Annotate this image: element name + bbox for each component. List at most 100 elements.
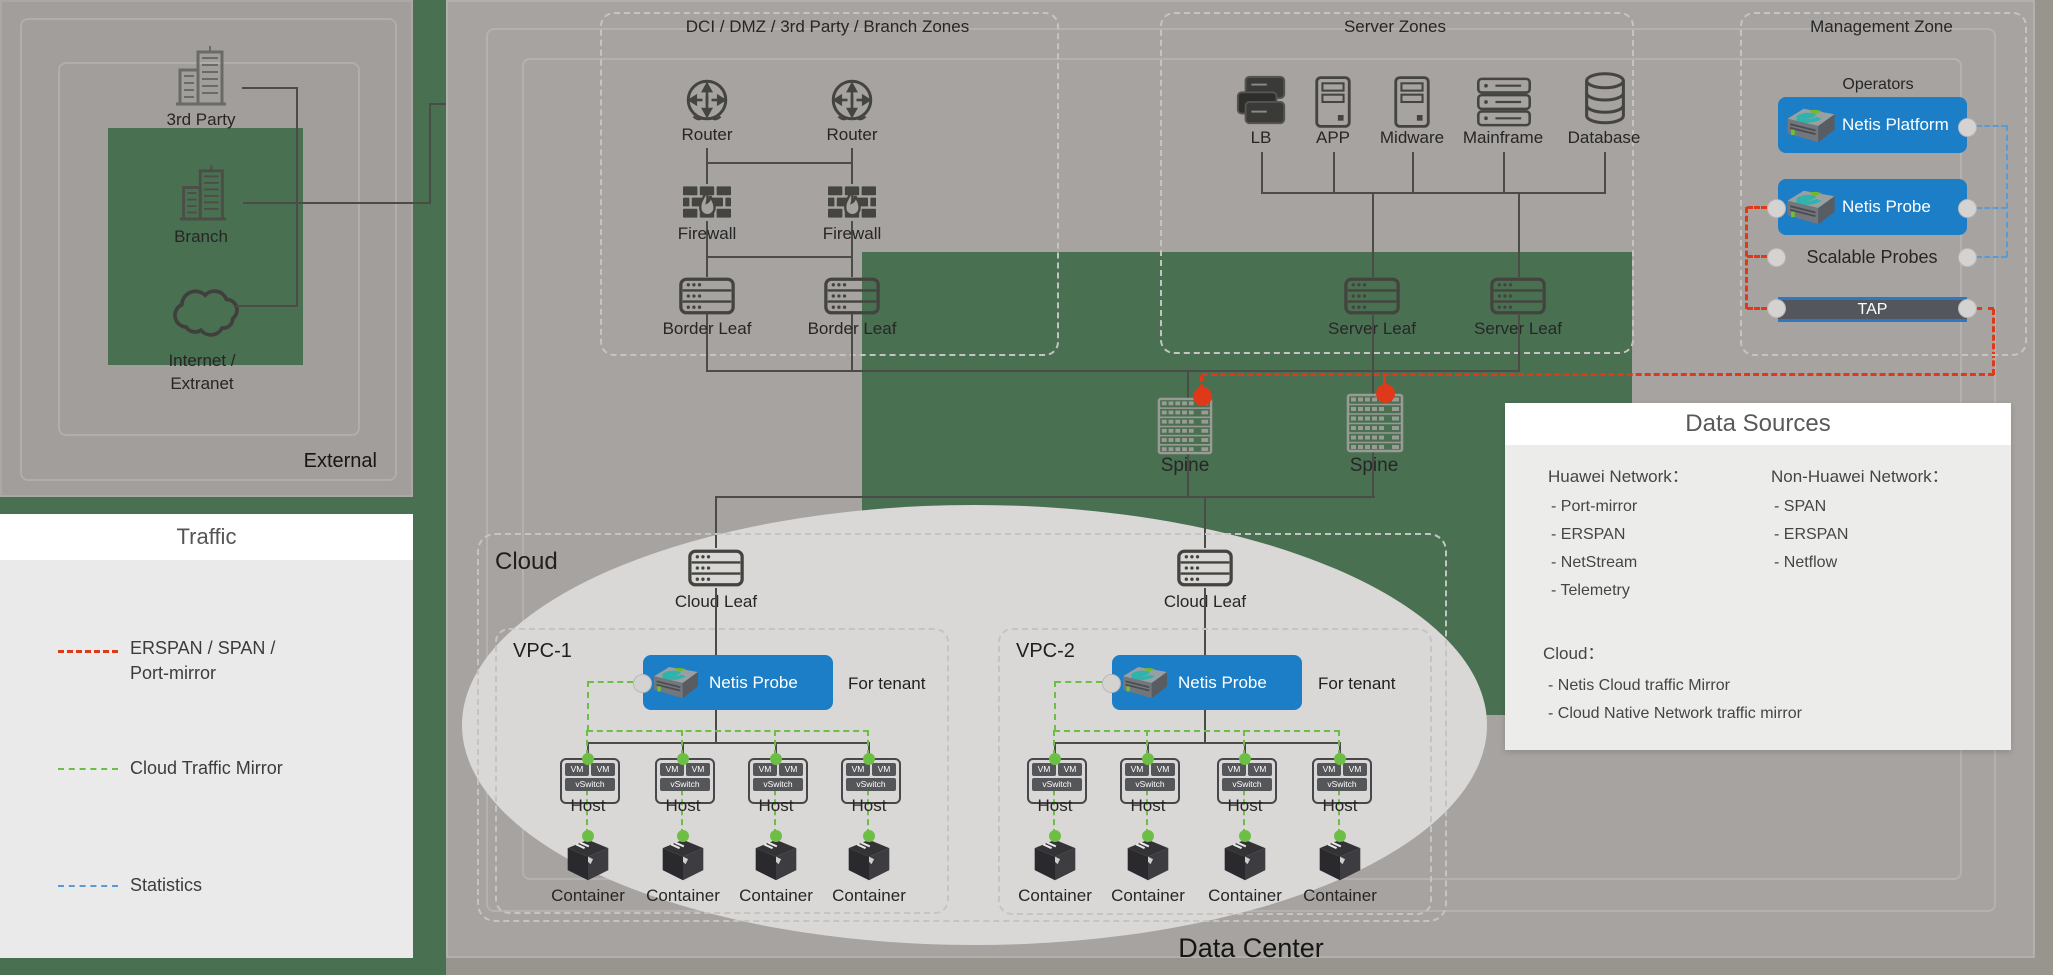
vm-box: VM — [1248, 763, 1272, 776]
connector-line — [1187, 370, 1189, 400]
connector-line — [1261, 192, 1606, 194]
ds-huawei-header: Huawei Network： — [1548, 467, 1689, 486]
vpc2-label: VPC-2 — [1016, 640, 1075, 662]
vswitch-box: vSwitch — [1032, 778, 1082, 791]
connector-node — [1957, 298, 1977, 318]
container-icon — [1318, 838, 1362, 882]
host-label: Host — [758, 796, 794, 815]
connector-line — [1503, 152, 1505, 193]
legend-cloud-mirror: Cloud Traffic Mirror — [130, 758, 283, 778]
fabric-bus-line — [706, 370, 1520, 372]
vm-box: VM — [565, 763, 589, 776]
app-server-icon — [1315, 76, 1351, 128]
connector-node — [1766, 247, 1786, 267]
host-label: Host — [1227, 796, 1263, 815]
netis-probe-label: Netis Probe — [1842, 197, 1931, 216]
container-label: Container — [1303, 886, 1377, 905]
mirror-tap-dot — [1049, 753, 1061, 765]
container-icon — [1126, 838, 1170, 882]
ds-item: - Netis Cloud traffic Mirror — [1548, 677, 1730, 694]
vm-box: VM — [686, 763, 710, 776]
mirror-tap-dot — [1049, 830, 1061, 842]
dci-zone-box — [600, 12, 1059, 356]
operators-label: Operators — [1842, 76, 1914, 93]
cloud-mirror-dashed-line — [587, 681, 589, 731]
vpc1-label: VPC-1 — [513, 640, 572, 662]
statistics-dashed-line — [1976, 207, 2007, 209]
database-icon — [1585, 72, 1625, 125]
vpc2-probe-label: Netis Probe — [1178, 672, 1267, 692]
external-zone-title: External — [303, 450, 377, 472]
firewall-icon — [826, 185, 878, 219]
router-label: Router — [681, 125, 733, 144]
ds-item: - Port-mirror — [1551, 498, 1638, 515]
container-icon — [1033, 838, 1077, 882]
server-zone-title: Server Zones — [1343, 17, 1447, 36]
statistics-dashed-line — [1976, 125, 2007, 127]
third-party-label: 3rd Party — [166, 110, 236, 129]
connector-line — [1372, 192, 1374, 277]
host-label: Host — [570, 796, 606, 815]
border-leaf-icon — [679, 277, 735, 315]
mirror-tap-dot — [1239, 753, 1251, 765]
vswitch-box: vSwitch — [1125, 778, 1175, 791]
cloud-mirror-dashed-line — [1054, 681, 1056, 731]
data-sources-title: Data Sources — [1505, 403, 2011, 445]
server-zone-box — [1160, 12, 1634, 354]
erspan-dashed-line — [1383, 376, 1386, 388]
erspan-dashed-line — [1976, 307, 1994, 310]
connector-node — [1957, 117, 1977, 137]
management-zone-title: Management Zone — [1810, 17, 1953, 36]
spine-switch-icon — [1346, 393, 1404, 453]
ds-item: - NetStream — [1551, 554, 1638, 571]
netis-probe-box: Netis Probe — [1778, 179, 1967, 235]
connector-line — [243, 202, 431, 204]
erspan-dashed-line — [1992, 309, 1995, 375]
legend-erspan-line2: Port-mirror — [130, 663, 216, 683]
mirror-point-dot — [1192, 386, 1212, 406]
mirror-tap-dot — [677, 830, 689, 842]
vswitch-box: vSwitch — [1222, 778, 1272, 791]
connector-line — [1372, 313, 1374, 398]
vpc2-netis-probe-box: Netis Probe — [1112, 655, 1302, 710]
connector-line — [1261, 152, 1263, 193]
container-icon — [1223, 838, 1267, 882]
branch-label: Branch — [174, 227, 228, 246]
connector-line — [429, 103, 431, 204]
mirror-tap-dot — [1142, 753, 1154, 765]
ds-item: - Telemetry — [1551, 582, 1630, 599]
internet-label-line1: Internet / — [168, 351, 236, 370]
vswitch-box: vSwitch — [1317, 778, 1367, 791]
mainframe-label: Mainframe — [1462, 128, 1544, 147]
netis-appliance-icon — [1786, 107, 1836, 144]
connector-line — [1412, 152, 1414, 193]
statistics-dashed-line — [1976, 256, 2007, 258]
load-balancer-icon — [1236, 75, 1286, 125]
tap-bar: TAP — [1778, 297, 1967, 322]
ds-nonhuawei-header: Non-Huawei Network： — [1771, 467, 1949, 486]
ds-item: - Netflow — [1774, 554, 1838, 571]
management-zone-box — [1740, 12, 2027, 356]
container-label: Container — [551, 886, 625, 905]
midware-server-icon — [1394, 76, 1430, 128]
connector-node — [1766, 198, 1786, 218]
connector-line — [587, 742, 589, 758]
data-sources-panel — [1505, 403, 2011, 750]
container-label: Container — [1208, 886, 1282, 905]
connector-line — [1204, 496, 1206, 548]
scalable-probes-label: Scalable Probes — [1806, 247, 1938, 267]
connector-node — [1957, 198, 1977, 218]
midware-label: Midware — [1379, 128, 1445, 147]
erspan-dashed-line — [1200, 376, 1203, 390]
connector-node — [1766, 298, 1786, 318]
vm-box: VM — [660, 763, 684, 776]
legend-erspan-line1: ERSPAN / SPAN / — [130, 638, 276, 658]
vm-box: VM — [1222, 763, 1246, 776]
connector-line — [706, 221, 708, 277]
vswitch-box: vSwitch — [660, 778, 710, 791]
container-icon — [754, 838, 798, 882]
vm-box: VM — [846, 763, 870, 776]
cloud-leaf-icon — [688, 549, 744, 587]
connector-line — [1147, 742, 1149, 758]
